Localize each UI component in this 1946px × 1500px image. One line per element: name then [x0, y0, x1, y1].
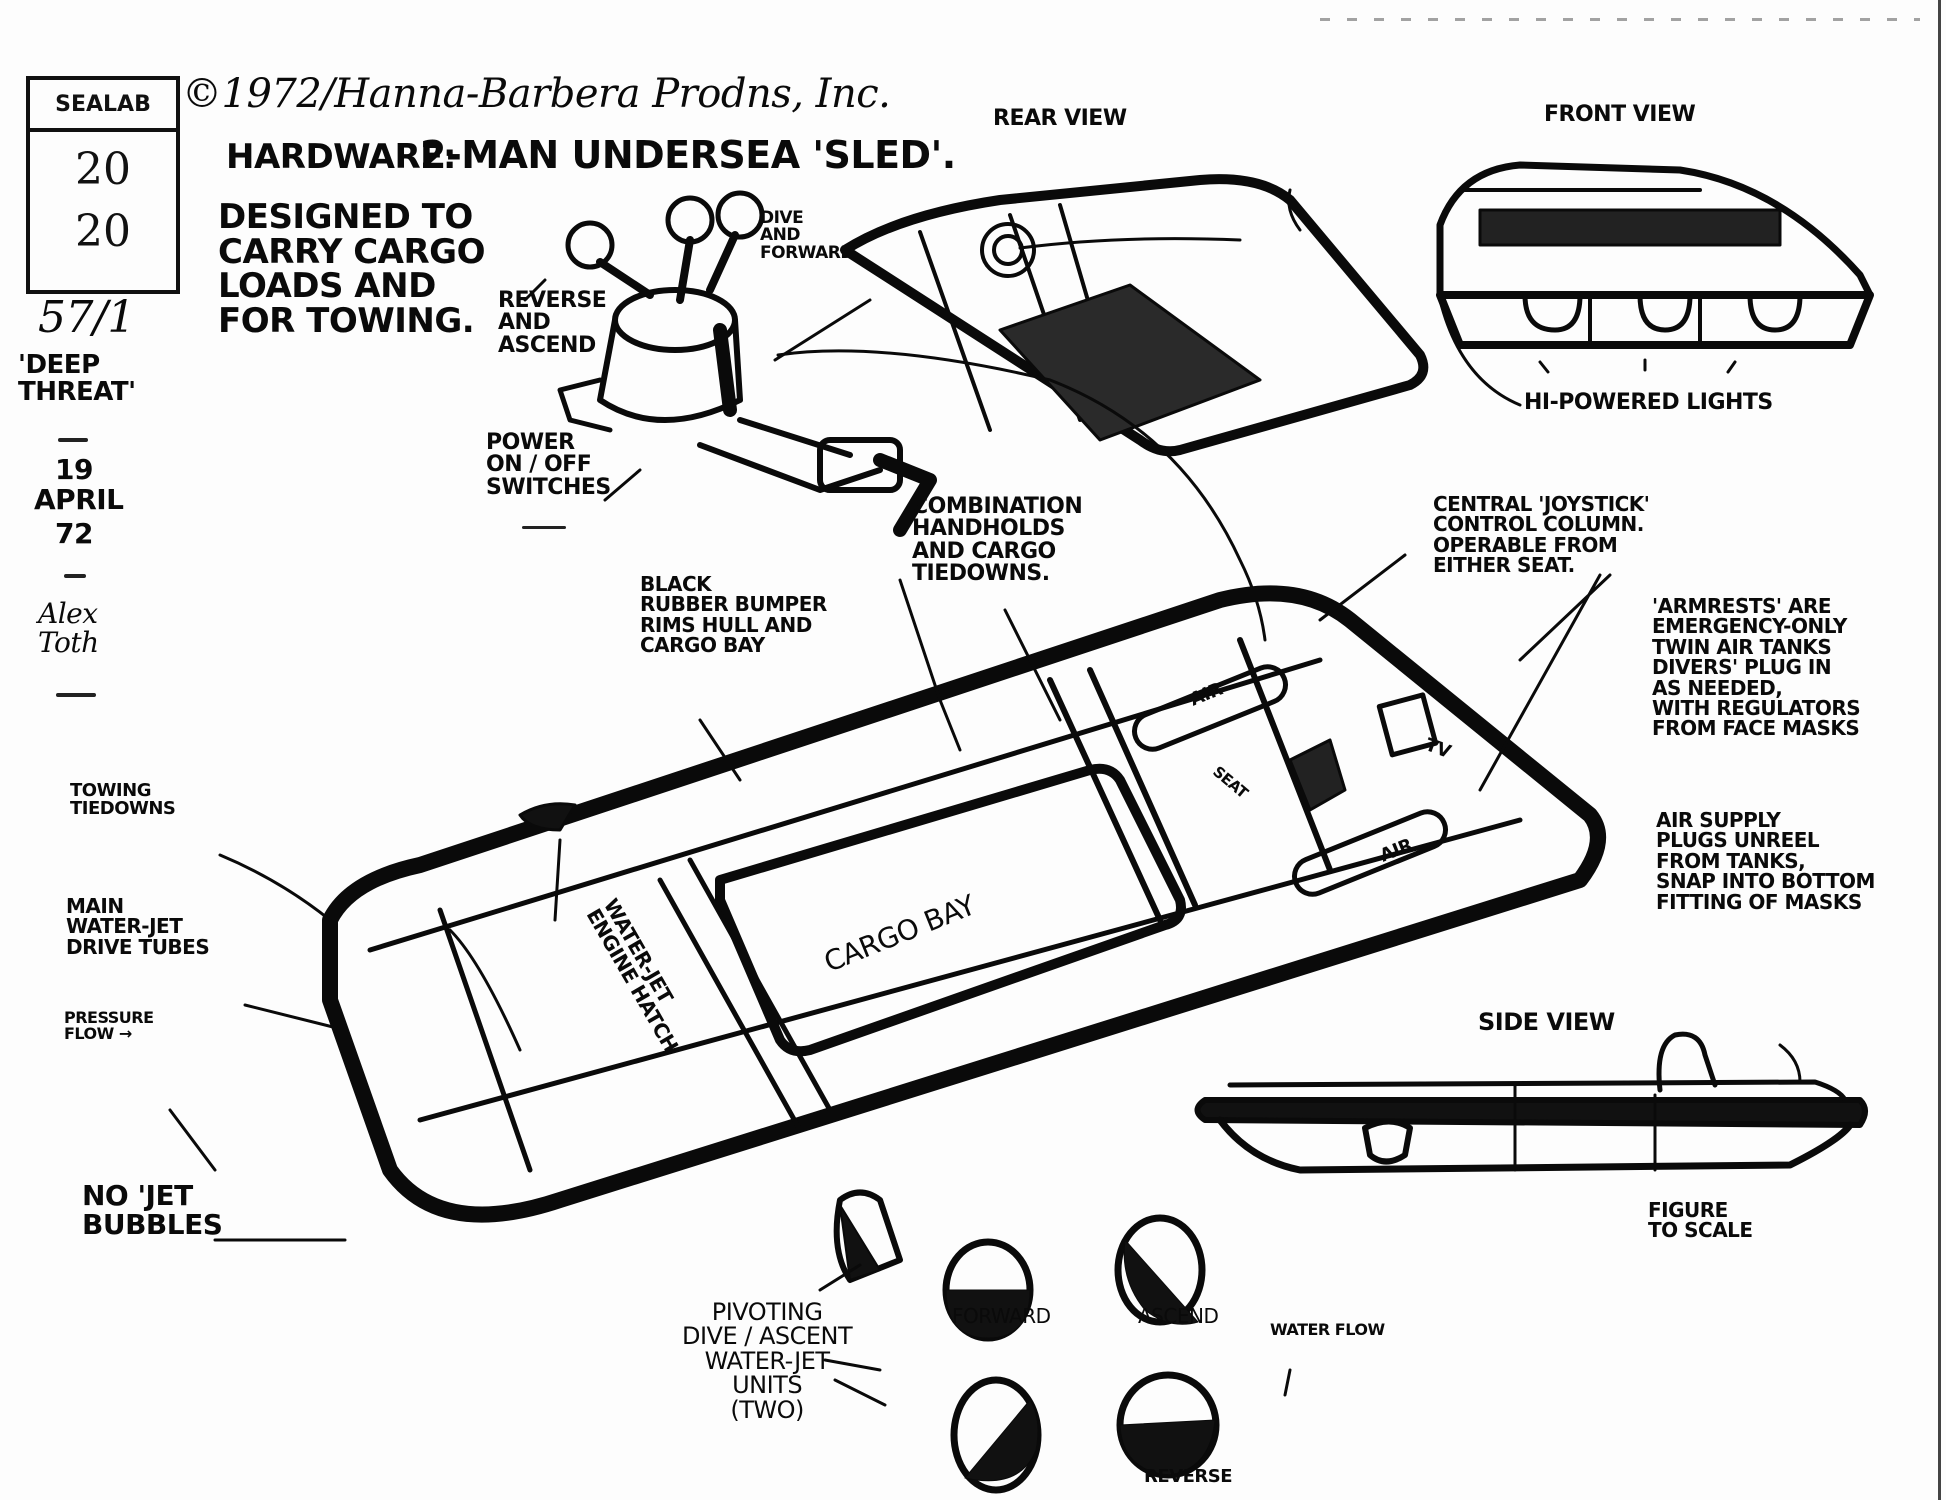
- pressure-flow-callout: PRESSURE FLOW →: [64, 1008, 154, 1044]
- leader-arrows: [168, 553, 1612, 1407]
- sled-description: DESIGNED TO CARRY CARGO LOADS and for TO…: [218, 197, 485, 342]
- joystick-drawing: [523, 190, 1267, 642]
- power-switches-callout: POWER ON / OFF SWITCHES: [486, 430, 611, 500]
- rear-view-drawing: [840, 174, 1429, 457]
- episode-number: 57/1: [38, 292, 135, 343]
- show-name: SEALAB: [30, 80, 176, 132]
- side-view-title: SIDE VIEW: [1478, 1008, 1615, 1036]
- jet-position-ascend-label: ASCEND: [1138, 1304, 1219, 1328]
- air-supply-callout: AIR SUPPLY PLUGS UNREEL FROM TANKS, SNAP…: [1656, 808, 1875, 914]
- figure-to-scale-callout: FIGURE TO SCALE: [1648, 1198, 1753, 1243]
- page-edge: [1938, 0, 1941, 1500]
- water-flow-callout: WATER FLOW: [1270, 1320, 1385, 1339]
- towing-tiedowns-callout: TOWING TIEDOWNS: [70, 780, 176, 820]
- divider: [522, 526, 566, 529]
- dive-forward-callout: DIVE and FORWARD: [760, 208, 855, 263]
- title-box: SEALAB 20 20: [26, 76, 180, 294]
- main-water-jet-callout: MAIN WATER-JET DRIVE TUBES: [66, 894, 210, 959]
- date-year: 72: [55, 517, 93, 550]
- date-day: 19: [55, 453, 93, 486]
- episode-title: 'DEEP THREAT': [18, 350, 136, 407]
- top-dashed-edge: [1320, 18, 1920, 21]
- armrests-callout: 'ARMRESTS' ARE EMERGENCY-ONLY TWIN AIR T…: [1652, 594, 1861, 741]
- black-rubber-bumper-callout: BLACK RUBBER BUMPER RIMS HULL and CARGO …: [640, 572, 827, 658]
- date-month: APRIL: [34, 483, 124, 516]
- front-view-drawing: [1436, 161, 1874, 407]
- combination-handholds-callout: COMBINATION HANDHOLDS AND CARGO TIEDOWNS…: [912, 494, 1083, 587]
- side-view-drawing: [1194, 1031, 1868, 1174]
- hi-powered-lights-callout: HI-POWERED LIGHTS: [1524, 390, 1773, 415]
- copyright-notice: ©1972/Hanna-Barbera Prodns, Inc.: [182, 71, 891, 117]
- title-number-line-2: 20: [75, 206, 131, 257]
- heading-label: HARDWARE:: [226, 137, 456, 177]
- title-number-line-1: 20: [75, 144, 131, 195]
- central-joystick-callout: CENTRAL 'JOYSTICK' CONTROL COLUMN. OPERA…: [1433, 492, 1650, 578]
- artist-signature: Alex Toth: [38, 597, 99, 659]
- rear-view-title: REAR VIEW: [993, 106, 1127, 131]
- pivoting-units-callout: PIVOTING DIVE / ASCENT WATER-JET UNITS (…: [682, 1298, 853, 1424]
- main-hull-drawing: [322, 585, 1606, 1283]
- jet-position-forward-label: FORWARD: [952, 1304, 1051, 1328]
- front-view-title: FRONT VIEW: [1544, 102, 1696, 127]
- divider: [58, 438, 88, 442]
- divider: [56, 693, 96, 697]
- jet-position-reverse-label: REVERSE: [1144, 1466, 1233, 1487]
- reverse-ascend-callout: REVERSE and ASCEND: [498, 288, 607, 358]
- no-jet-bubbles-callout: NO 'JET BUBBLES: [82, 1179, 223, 1241]
- jet-position-diagrams: [942, 1214, 1220, 1494]
- divider: [64, 574, 86, 578]
- heading-subject: 2-MAN UNDERSEA 'SLED'.: [420, 133, 956, 177]
